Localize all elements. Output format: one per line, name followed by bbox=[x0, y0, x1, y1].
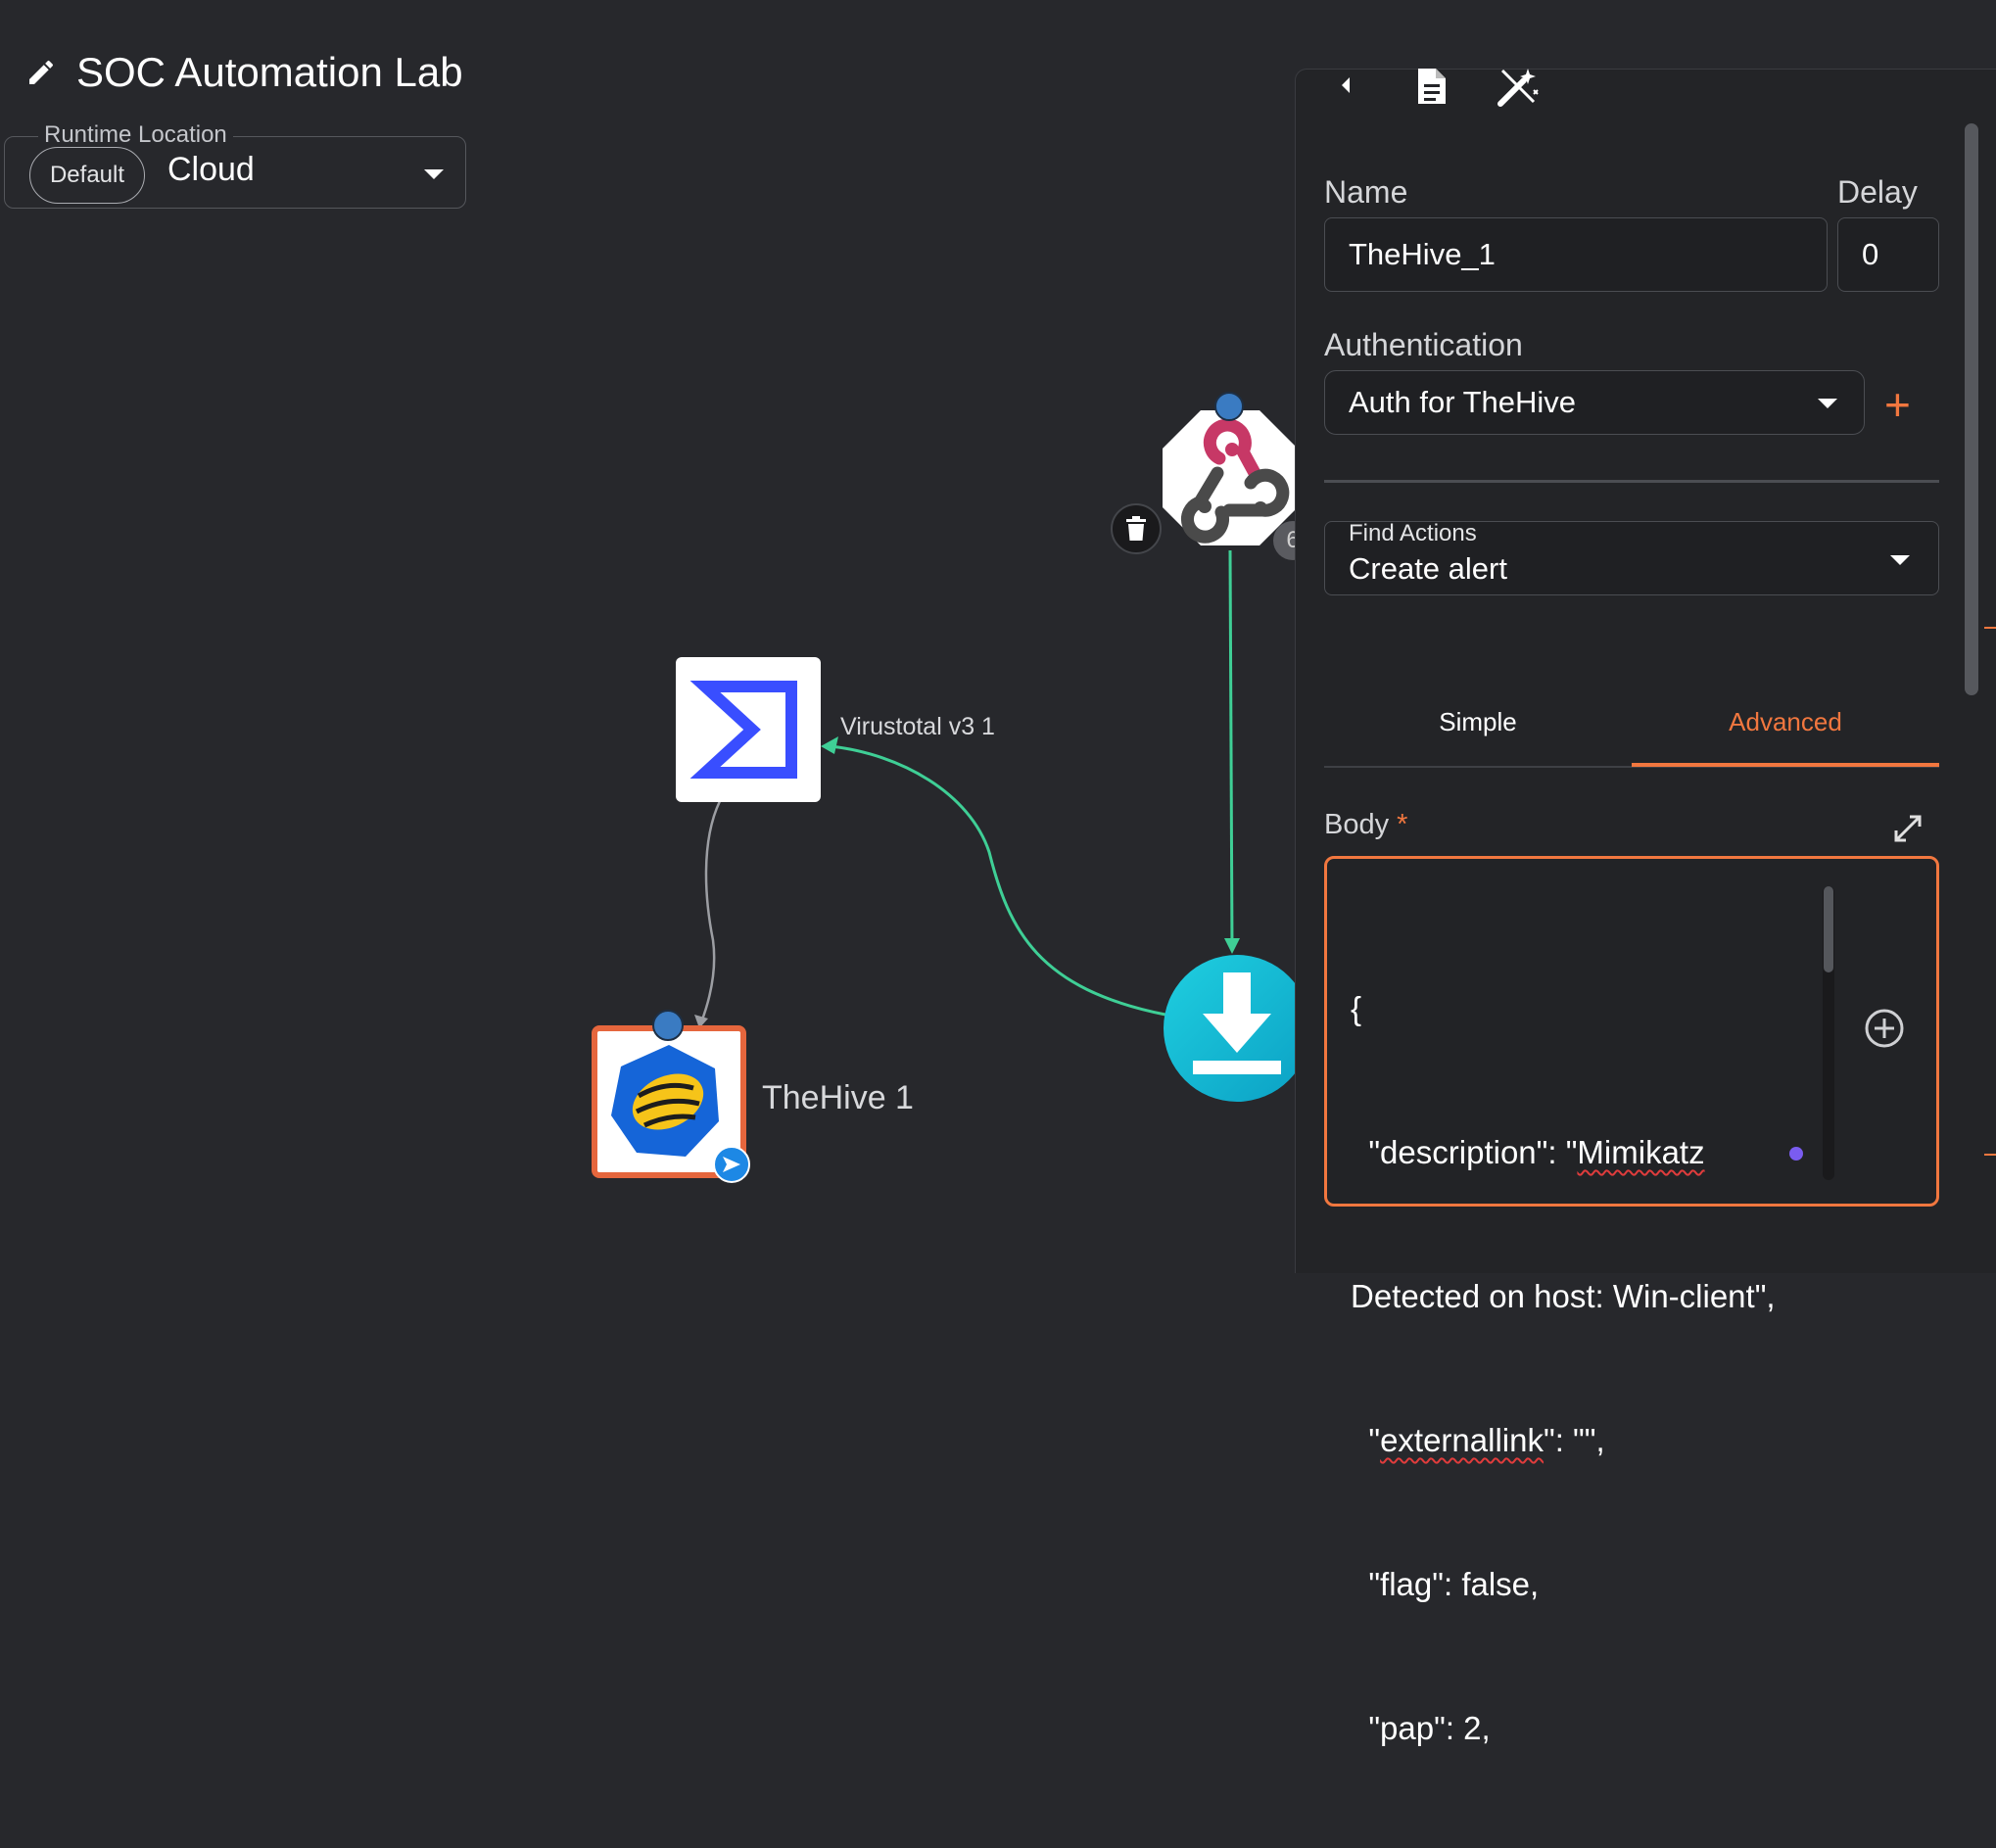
thehive-node-label: TheHive 1 bbox=[762, 1079, 914, 1116]
name-label: Name bbox=[1324, 174, 1408, 210]
workflow-edges bbox=[694, 549, 1240, 1028]
workflow-title: SOC Automation Lab bbox=[76, 49, 463, 95]
edge-accent-mark bbox=[1984, 1154, 1996, 1156]
virustotal-sigma-icon bbox=[689, 681, 797, 779]
code-line: "description": "Mimikatz bbox=[1351, 1134, 1705, 1170]
body-editor[interactable]: { "description": "Mimikatz Detected on h… bbox=[1324, 856, 1939, 1746]
add-circle-icon[interactable] bbox=[1864, 1008, 1905, 1049]
delay-input-value: 0 bbox=[1862, 237, 1879, 271]
virustotal-node-label: Virustotal v3 1 bbox=[840, 713, 995, 740]
edge-virustotal-to-thehive bbox=[699, 800, 722, 1023]
runtime-location-select[interactable]: Runtime Location Default Cloud bbox=[4, 121, 466, 209]
body-code[interactable]: { "description": "Mimikatz Detected on h… bbox=[1351, 888, 1811, 1848]
webhook-input-handle[interactable] bbox=[1214, 392, 1244, 421]
tabs-divider bbox=[1324, 766, 1939, 768]
edge-arrowhead bbox=[821, 736, 838, 754]
default-chip[interactable]: Default bbox=[29, 147, 145, 204]
trash-icon bbox=[1126, 516, 1146, 541]
runtime-location-value: Cloud bbox=[167, 151, 255, 188]
code-line: { bbox=[1351, 990, 1362, 1026]
edge-arrowhead bbox=[1224, 938, 1240, 954]
magic-wand-off-icon[interactable] bbox=[1497, 65, 1540, 108]
authentication-select[interactable]: Auth for TheHive bbox=[1324, 370, 1865, 435]
workflow-header: SOC Automation Lab bbox=[25, 49, 463, 96]
code-line: "pap": 2, bbox=[1351, 1710, 1491, 1746]
find-actions-value: Create alert bbox=[1349, 551, 1507, 586]
name-input[interactable]: TheHive_1 bbox=[1324, 217, 1828, 292]
runtime-location-label: Runtime Location bbox=[38, 121, 233, 149]
body-label-row: Body * bbox=[1324, 809, 1407, 841]
code-line: Detected on host: Win-client", bbox=[1351, 1278, 1776, 1314]
tab-advanced[interactable]: Advanced bbox=[1729, 707, 1842, 736]
edge-arrowhead bbox=[694, 1015, 708, 1028]
code-line: "flag": false, bbox=[1351, 1566, 1540, 1602]
body-label: Body bbox=[1324, 809, 1390, 840]
tab-simple[interactable]: Simple bbox=[1439, 707, 1517, 736]
webhook-icon bbox=[1163, 410, 1298, 545]
delay-label: Delay bbox=[1837, 174, 1918, 210]
name-input-value: TheHive_1 bbox=[1349, 237, 1496, 271]
download-icon bbox=[1193, 972, 1281, 1074]
chevron-down-icon bbox=[1818, 399, 1837, 408]
thehive-icon bbox=[611, 1045, 719, 1157]
chevron-left-icon[interactable] bbox=[1338, 74, 1354, 96]
chevron-down-icon bbox=[1890, 555, 1910, 565]
delete-node-button[interactable] bbox=[1111, 503, 1162, 554]
status-dot bbox=[1789, 1147, 1803, 1161]
editor-scrollbar-thumb[interactable] bbox=[1824, 886, 1833, 972]
edge-webhook-to-download bbox=[1228, 549, 1234, 951]
thehive-input-handle[interactable] bbox=[652, 1010, 684, 1041]
virustotal-node[interactable] bbox=[676, 657, 821, 802]
delay-input[interactable]: 0 bbox=[1837, 217, 1939, 292]
tab-advanced-indicator bbox=[1632, 763, 1939, 767]
chevron-down-icon bbox=[424, 169, 444, 179]
find-actions-label: Find Actions bbox=[1349, 520, 1477, 546]
required-marker: * bbox=[1397, 809, 1408, 840]
edge-download-to-virustotal bbox=[830, 744, 1166, 1017]
webhook-node[interactable] bbox=[1157, 404, 1304, 551]
edge-accent-mark bbox=[1984, 627, 1996, 629]
workflow-canvas[interactable]: SOC Automation Lab Runtime Location Defa… bbox=[0, 0, 1996, 1746]
authentication-label: Authentication bbox=[1324, 327, 1523, 362]
section-divider bbox=[1324, 480, 1939, 483]
add-authentication-button[interactable]: + bbox=[1884, 379, 1911, 430]
expand-icon[interactable] bbox=[1892, 813, 1924, 844]
document-icon[interactable] bbox=[1414, 67, 1448, 106]
send-icon bbox=[713, 1146, 750, 1183]
editor-scrollbar[interactable] bbox=[1823, 886, 1834, 1180]
thehive-node[interactable] bbox=[592, 1025, 746, 1178]
panel-scrollbar-thumb[interactable] bbox=[1965, 123, 1978, 695]
download-node[interactable] bbox=[1164, 955, 1310, 1102]
authentication-value: Auth for TheHive bbox=[1349, 385, 1577, 419]
find-actions-select[interactable]: Find Actions Create alert bbox=[1324, 520, 1939, 595]
code-line: "externallink": "", bbox=[1351, 1422, 1605, 1458]
pencil-icon[interactable] bbox=[25, 57, 57, 88]
